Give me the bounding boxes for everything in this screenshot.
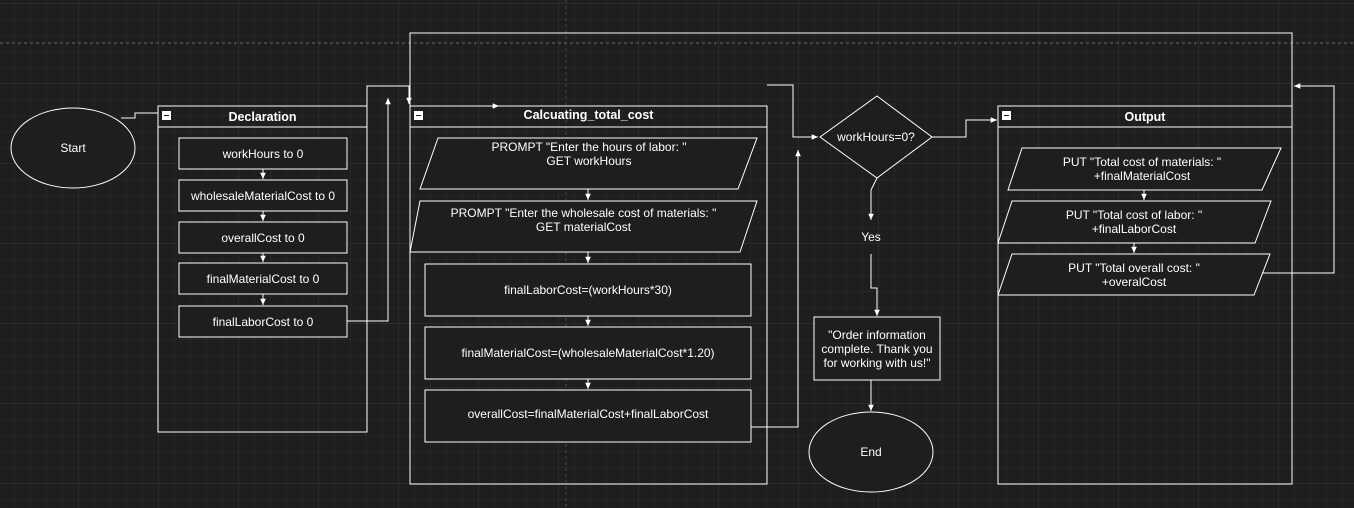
edge-decl-to-loop (347, 98, 391, 322)
calc-container[interactable] (409, 105, 768, 485)
decl-box-3[interactable] (178, 221, 348, 254)
calc-box-5[interactable] (424, 389, 752, 443)
out-parallelogram-1[interactable] (1007, 147, 1282, 191)
calc-parallelogram-2[interactable] (409, 200, 758, 253)
declaration-title: Declaration (228, 110, 297, 124)
decl-box-2[interactable] (178, 179, 348, 212)
decision-diamond[interactable] (819, 95, 933, 179)
declaration-container[interactable] (157, 105, 368, 433)
output-collapse-icon[interactable] (1002, 111, 1011, 120)
edge-decision-yes (868, 177, 878, 220)
calc-title: Calcuating_total_cost (523, 108, 654, 122)
end-ellipse[interactable] (808, 411, 934, 493)
calc-collapse-icon[interactable] (414, 111, 423, 120)
decl-box-5[interactable] (178, 305, 348, 338)
message-box[interactable] (813, 316, 941, 381)
edge-decision-output (932, 117, 997, 138)
out-parallelogram-3[interactable] (997, 253, 1271, 296)
calc-box-4[interactable] (424, 326, 752, 380)
calc-box-3[interactable] (424, 263, 752, 317)
edge-declaration-calc (366, 85, 412, 106)
calc-parallelogram-1[interactable] (419, 137, 758, 190)
edge-calc-decision (767, 84, 818, 140)
start-ellipse[interactable] (10, 107, 136, 189)
edge-yes-message (870, 254, 880, 316)
edge-calc-loop (751, 150, 801, 428)
decl-box-1[interactable] (178, 137, 348, 170)
output-title: Output (1124, 110, 1166, 124)
outer-frame (409, 32, 1293, 106)
decl-box-4[interactable] (178, 262, 348, 295)
declaration-collapse-icon[interactable] (162, 111, 171, 120)
edge-output-loop (1262, 83, 1335, 274)
edge-start-declaration (121, 112, 158, 119)
out-parallelogram-2[interactable] (997, 200, 1272, 244)
